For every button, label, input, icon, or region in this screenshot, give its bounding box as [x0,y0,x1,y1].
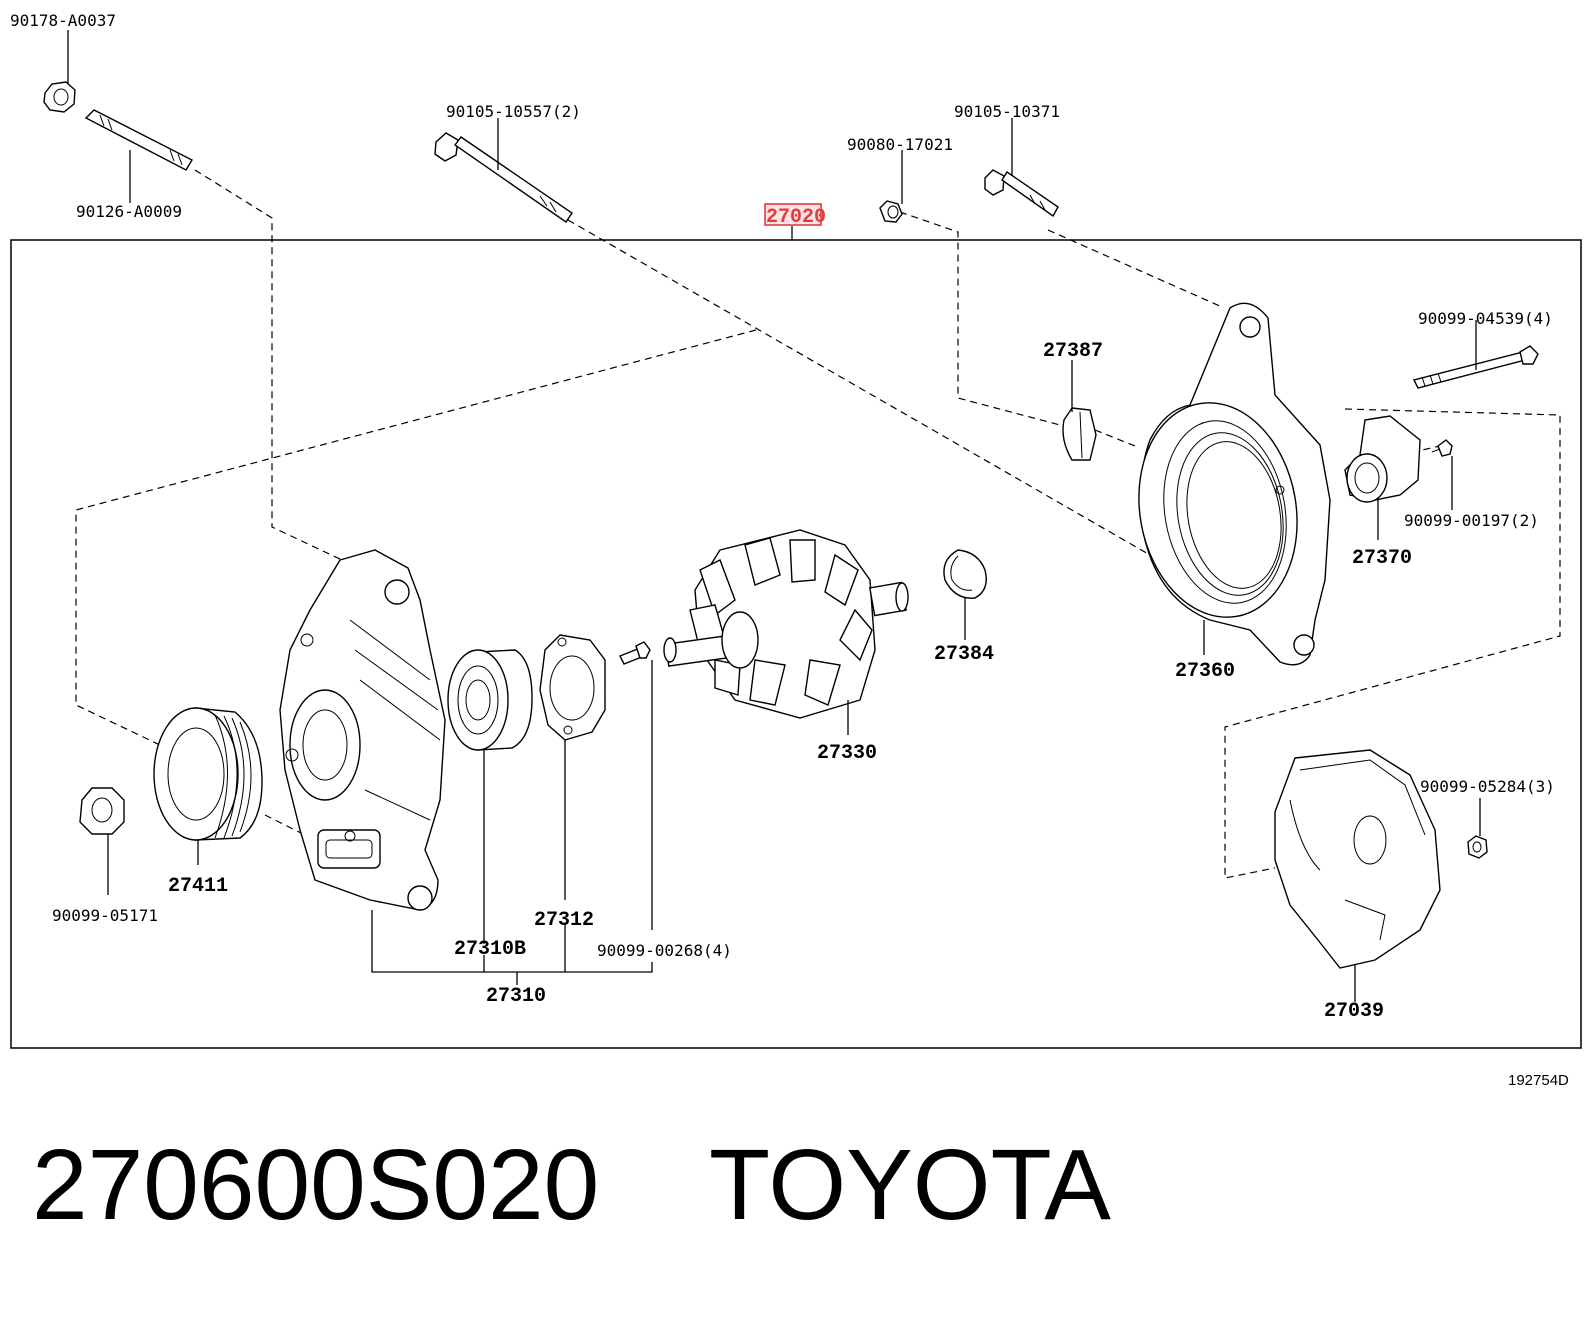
label-small-screw: 90099-00197(2) [1404,511,1539,530]
label-end-cover: 27039 [1324,1000,1384,1023]
pulley-nut [79,787,125,835]
drawing-code: 192754D [1508,1072,1569,1089]
label-through-bolt: 90105-10557(2) [446,102,581,121]
end-cover [1274,749,1441,969]
label-bolt-top-right: 90105-10371 [954,102,1060,121]
exploded-parts-diagram: 90178-A0037 90126-A0009 90105-10557(2) 9… [10,11,1582,1089]
label-rear-frame: 27360 [1175,660,1235,683]
label-pulley-nut: 90099-05171 [52,906,158,925]
label-highlighted-ref: 27020 [766,206,826,229]
label-retainer: 27384 [934,643,994,666]
label-bearing: 27310B [454,938,526,961]
highlight-box [764,203,822,226]
label-terminal-insulator: 27387 [1043,340,1103,363]
terminal-insulator [1062,407,1097,461]
product-part-number: 270600S020 [32,1129,600,1241]
bearing [447,649,533,751]
rotor [663,529,909,719]
stud-top-left [84,109,193,171]
bolt-top-right [984,169,1059,218]
bracket-nut [879,200,903,223]
label-pulley: 27411 [168,875,228,898]
label-nut-top-left: 90178-A0037 [10,11,116,30]
label-drive-end-frame: 27310 [486,985,546,1008]
product-brand: TOYOTA [709,1129,1111,1241]
through-bolt [434,132,573,223]
label-rotor: 27330 [817,742,877,765]
leader-lines [67,30,1481,1002]
product-footer: 270600S020 TOYOTA [32,1130,1572,1260]
rear-frame [1138,302,1331,666]
label-bracket-nut: 90080-17021 [847,135,953,154]
cover-nut [1467,835,1488,859]
label-cover-nut: 90099-05284(3) [1420,777,1555,796]
screw-small-4 [619,641,651,665]
pulley [153,707,263,841]
part-labels: 90178-A0037 90126-A0009 90105-10557(2) 9… [10,11,1569,1089]
plate [539,634,606,741]
small-screw [1431,439,1453,457]
label-screw-small-4: 90099-00268(4) [597,941,732,960]
label-brush-holder: 27370 [1352,547,1412,570]
long-screw [1412,345,1539,389]
label-long-screw: 90099-04539(4) [1418,309,1553,328]
nut-top-left [43,81,76,113]
label-stud-top-left: 90126-A0009 [76,202,182,221]
brush-holder [1344,415,1421,503]
label-plate: 27312 [534,909,594,932]
drive-end-frame [279,549,446,911]
assembly-frame [10,239,1582,1049]
retainer [943,549,987,599]
